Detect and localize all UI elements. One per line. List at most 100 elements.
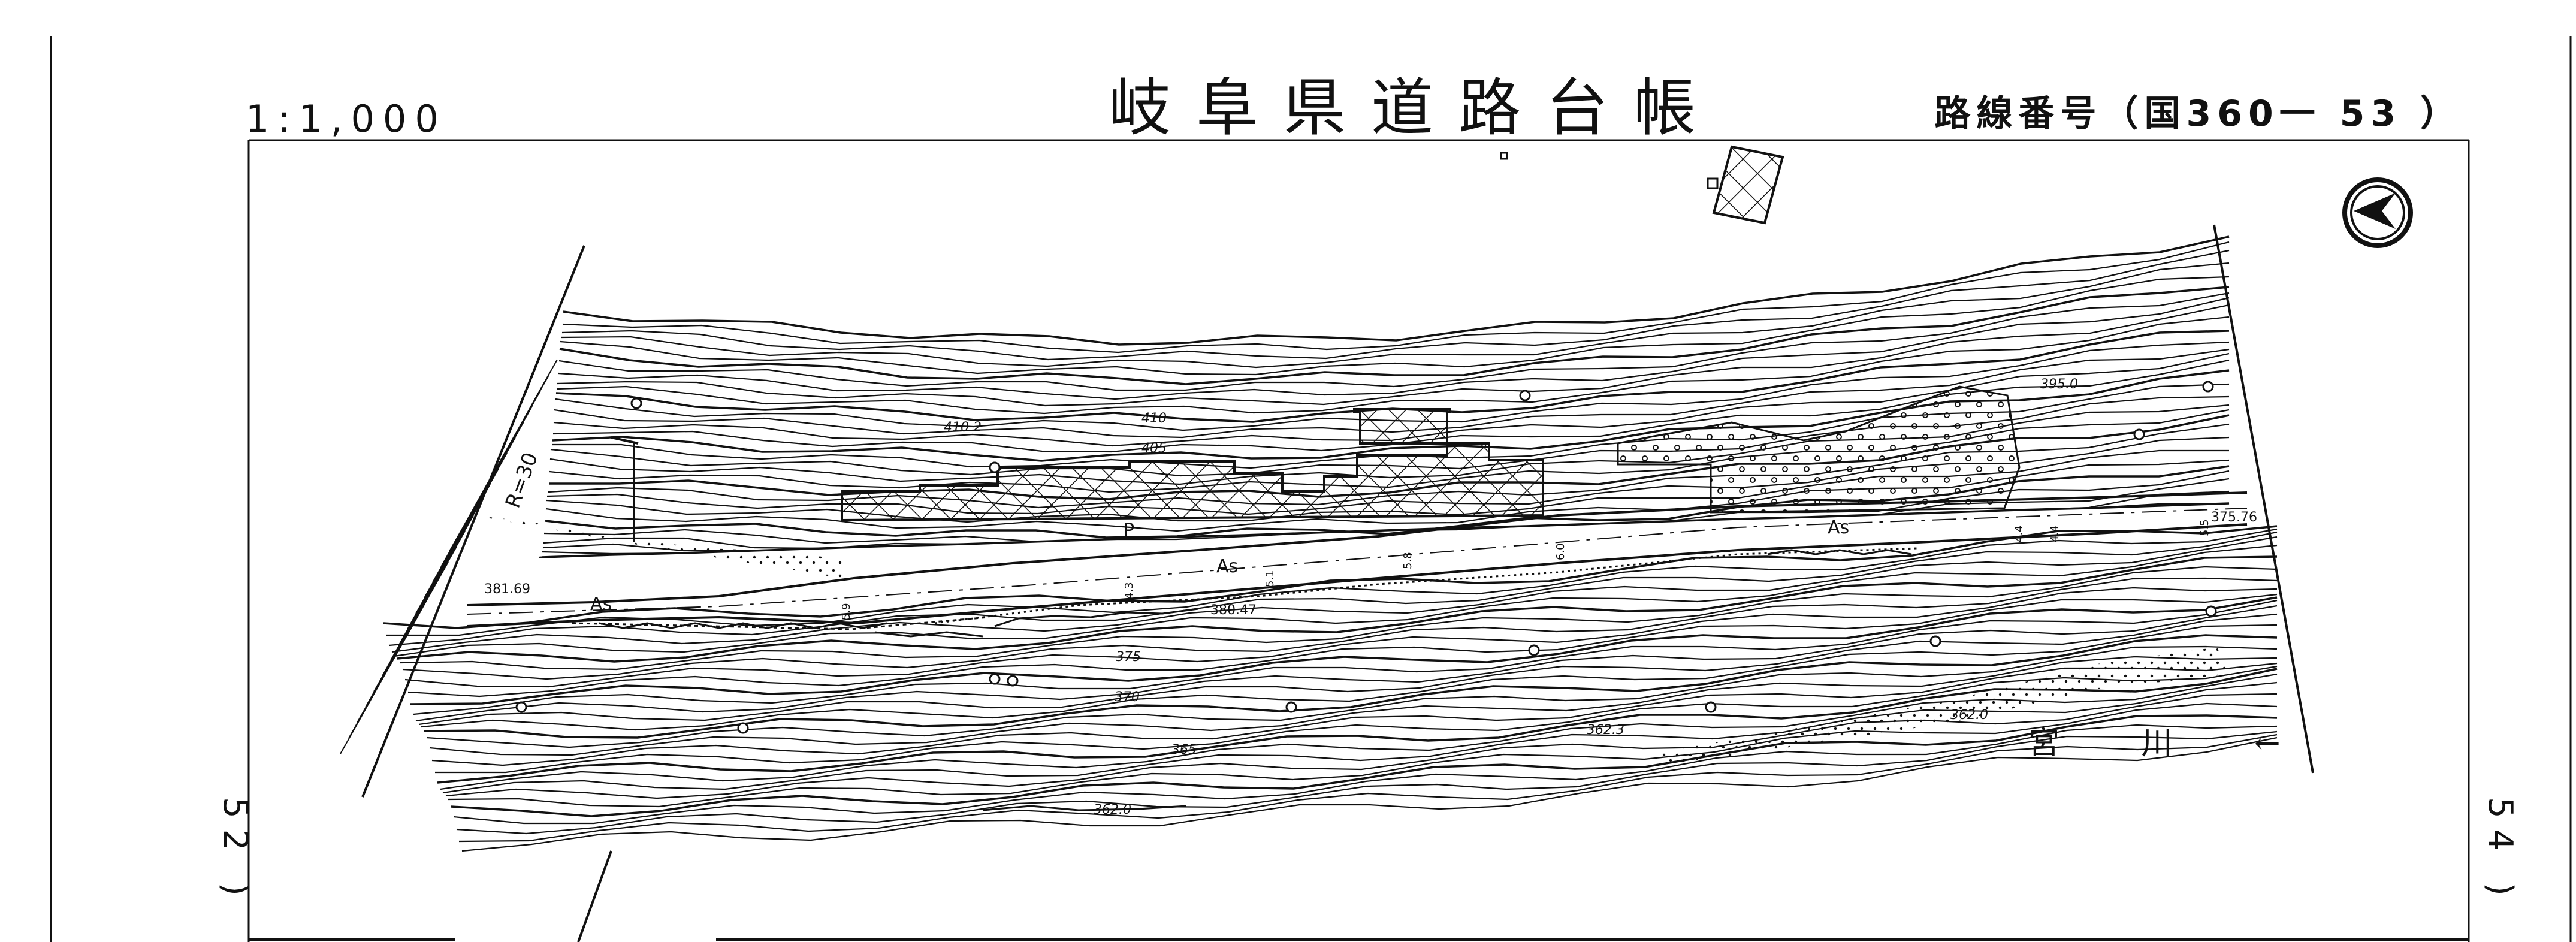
survey-point <box>1929 635 1941 647</box>
contour-line <box>340 561 449 754</box>
survey-point <box>1705 701 1717 713</box>
parking-area <box>841 408 1544 522</box>
river-label: 宮 川 ← <box>2028 726 2317 762</box>
curve-radius-label: R=30 <box>501 449 543 511</box>
survey-point <box>989 673 1001 685</box>
width-label: 5.8 <box>1402 552 1414 569</box>
map-scale: 1:1,000 <box>246 97 447 141</box>
survey-limit-lines <box>361 224 2314 942</box>
surface-label: P <box>1124 520 1134 541</box>
width-label: 5.9 <box>840 603 853 620</box>
stippled-shoulder <box>473 515 842 578</box>
survey-point <box>2205 605 2217 617</box>
contour-line <box>445 693 2278 799</box>
survey-point <box>1519 390 1531 401</box>
survey-points <box>515 381 2217 734</box>
width-label: 4.4 <box>2049 525 2061 542</box>
contour-label: 405 <box>1141 441 1167 456</box>
contour-label: 362.0 <box>1950 708 1988 723</box>
contour-line <box>415 605 2278 722</box>
contour-label: 410.2 <box>944 420 982 435</box>
contour-line <box>557 304 2230 407</box>
contour-line <box>421 624 2278 731</box>
contour-line <box>461 736 2278 852</box>
contour-line <box>458 733 2278 843</box>
contour-label: 375 <box>1116 650 1141 665</box>
contour-line <box>453 724 2278 825</box>
contour-line <box>448 702 2278 808</box>
road-width-labels: 5.9 4.3 5.1 5.8 6.0 4.4 4.4 5.5 <box>840 519 2211 620</box>
survey-point <box>1285 701 1297 713</box>
contour-line <box>561 249 2230 361</box>
contour-line <box>410 596 2278 705</box>
contour-line <box>559 286 2230 385</box>
survey-point <box>2202 381 2214 393</box>
width-label: 6.0 <box>1554 543 1567 560</box>
contour-line <box>404 587 2278 688</box>
survey-point <box>515 701 527 713</box>
contour-line <box>562 241 2230 354</box>
contour-line <box>560 262 2230 369</box>
contour-line <box>563 236 2230 346</box>
contour-line <box>402 577 2278 680</box>
contour-line <box>388 531 2278 647</box>
sheet-frame <box>50 36 2572 942</box>
contour-line <box>413 599 2278 715</box>
survey-point <box>1528 644 1540 656</box>
width-label: 4.4 <box>2013 525 2025 542</box>
survey-point <box>989 461 1001 473</box>
contour-line <box>451 714 2278 817</box>
contour-line <box>429 656 2278 756</box>
contour-line <box>558 292 2230 391</box>
contour-label: 395.0 <box>2040 377 2078 392</box>
contour-line <box>456 730 2278 835</box>
survey-point <box>2133 428 2145 440</box>
contour-label: 410 <box>1141 411 1167 426</box>
road-corridor <box>467 491 2248 638</box>
width-label: 5.5 <box>2198 519 2211 536</box>
contour-line <box>539 502 2230 558</box>
contour-line <box>391 536 2278 653</box>
contour-line <box>386 528 2278 636</box>
contour-line <box>424 634 2278 739</box>
surface-label: As <box>1216 556 1238 577</box>
spot-height: 381.69 <box>484 582 530 597</box>
contour-line <box>435 665 2278 774</box>
width-label: 5.1 <box>1264 570 1276 587</box>
spot-height-labels: 381.69 380.47 375.76 <box>484 510 2257 618</box>
survey-point <box>1007 675 1019 687</box>
contour-lines <box>340 236 2278 852</box>
small-structure <box>1707 177 1719 189</box>
adjacent-sheet-ref-right: 54 ) <box>2481 797 2520 907</box>
small-structure <box>1500 152 1508 160</box>
contour-line <box>437 668 2278 784</box>
contour-label: 365 <box>1171 742 1197 757</box>
spot-height: 375.76 <box>2211 510 2257 525</box>
contour-label: 362.3 <box>1587 723 1624 738</box>
contour-line <box>558 297 2230 400</box>
contour-line <box>383 525 2278 629</box>
contour-line <box>426 645 2278 748</box>
surface-label: As <box>590 594 612 615</box>
page-title: 岐阜県道路台帳 <box>1109 71 1722 144</box>
building <box>1712 145 1784 225</box>
survey-point <box>737 722 749 734</box>
route-number: 路線番号（国360一 53 ） <box>1934 93 2462 135</box>
surface-labels: As As As P <box>590 517 1849 615</box>
contour-label: 362.0 <box>1094 802 1131 817</box>
surface-label: As <box>1828 517 1849 538</box>
contour-line <box>982 805 1187 811</box>
contour-line <box>399 566 2278 671</box>
contour-line <box>394 544 2278 657</box>
stippled-riverbank <box>1660 647 2229 764</box>
width-label: 4.3 <box>1123 582 1136 599</box>
contour-line <box>556 316 2230 415</box>
contour-line <box>560 276 2230 376</box>
spot-height: 380.47 <box>1210 603 1257 618</box>
gravel-area <box>1617 385 2021 514</box>
survey-point <box>630 397 642 409</box>
contour-label: 370 <box>1115 690 1140 705</box>
contour-line <box>431 662 2278 766</box>
